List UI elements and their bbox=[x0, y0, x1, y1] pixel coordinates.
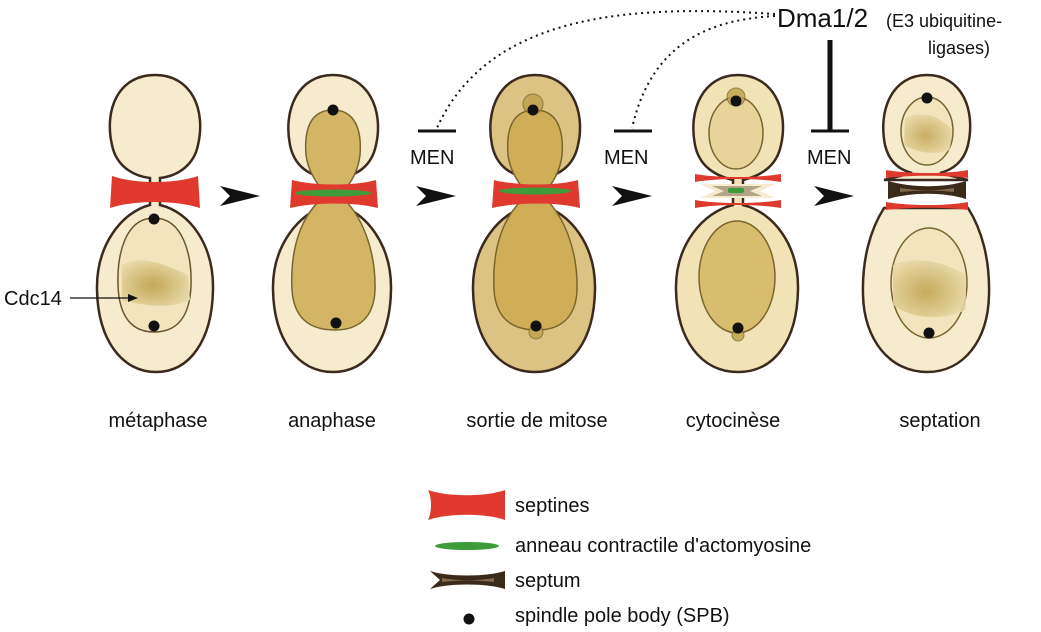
stage-arrow bbox=[220, 186, 260, 206]
men-label: MEN bbox=[604, 147, 648, 169]
spb-dot bbox=[148, 320, 160, 332]
men-inhibitor-3: MEN bbox=[807, 129, 851, 169]
septum bbox=[888, 181, 966, 199]
spb-dot bbox=[527, 104, 539, 116]
spb-dot bbox=[327, 104, 339, 116]
men-label: MEN bbox=[410, 147, 454, 169]
actomyosin-ring bbox=[295, 189, 371, 197]
spb-dot bbox=[530, 320, 542, 332]
legend: septines anneau contractile d'actomyosin… bbox=[428, 490, 811, 627]
actomyosin-ring bbox=[499, 187, 571, 195]
men-label: MEN bbox=[807, 147, 851, 169]
cell-metaphase bbox=[95, 73, 215, 374]
cell-cytokinesis bbox=[674, 73, 800, 374]
septin-ring bbox=[695, 174, 781, 182]
septin-ring bbox=[695, 200, 781, 208]
dma-label: Dma1/2 bbox=[777, 3, 868, 33]
legend-spb: spindle pole body (SPB) bbox=[515, 605, 730, 627]
spb-dot bbox=[330, 317, 342, 329]
dma-subtitle-line2: ligases) bbox=[928, 38, 990, 58]
legend-spb-swatch bbox=[463, 613, 475, 625]
spb-dot bbox=[730, 95, 742, 107]
nucleus bbox=[291, 109, 376, 331]
stage-label-mitotic-exit: sortie de mitose bbox=[466, 410, 607, 432]
stage-label-anaphase: anaphase bbox=[288, 410, 376, 432]
stage-arrow bbox=[612, 186, 652, 206]
stage-label-cytokinesis: cytocinèse bbox=[686, 410, 781, 432]
men-inhibitor-2: MEN bbox=[604, 129, 652, 169]
dma-inhibition bbox=[811, 40, 849, 133]
legend-septum: septum bbox=[515, 570, 581, 592]
legend-septins: septines bbox=[515, 495, 590, 517]
spb-dot bbox=[921, 92, 933, 104]
spb-dot bbox=[923, 327, 935, 339]
legend-ring: anneau contractile d'actomyosine bbox=[515, 535, 811, 557]
legend-septin-swatch bbox=[428, 490, 505, 520]
stage-label-septation: septation bbox=[899, 410, 980, 432]
cdc14-label: Cdc14 bbox=[4, 288, 62, 310]
stage-label-metaphase: métaphase bbox=[109, 410, 208, 432]
actomyosin-ring bbox=[728, 188, 744, 193]
cdc14-annotation bbox=[70, 294, 138, 302]
nucleus bbox=[698, 220, 776, 334]
dma-subtitle-line1: (E3 ubiquitine- bbox=[886, 11, 1002, 31]
legend-ring-swatch bbox=[435, 542, 499, 550]
stage-arrow bbox=[814, 186, 854, 206]
stage-arrow bbox=[416, 186, 456, 206]
nucleus bbox=[708, 96, 764, 170]
cell-septation bbox=[861, 73, 991, 374]
dotted-link-men-1 bbox=[436, 10, 776, 129]
cell-anaphase bbox=[271, 73, 393, 374]
men-inhibitor-1: MEN bbox=[410, 129, 456, 169]
spb-dot bbox=[148, 213, 160, 225]
cell-mitotic-exit bbox=[471, 73, 597, 374]
septin-ring bbox=[886, 202, 968, 210]
spb-dot bbox=[732, 322, 744, 334]
legend-septum-swatch bbox=[430, 571, 505, 589]
cdc14-signal bbox=[122, 260, 190, 306]
septin-ring bbox=[886, 170, 968, 178]
septin-ring bbox=[110, 176, 200, 208]
